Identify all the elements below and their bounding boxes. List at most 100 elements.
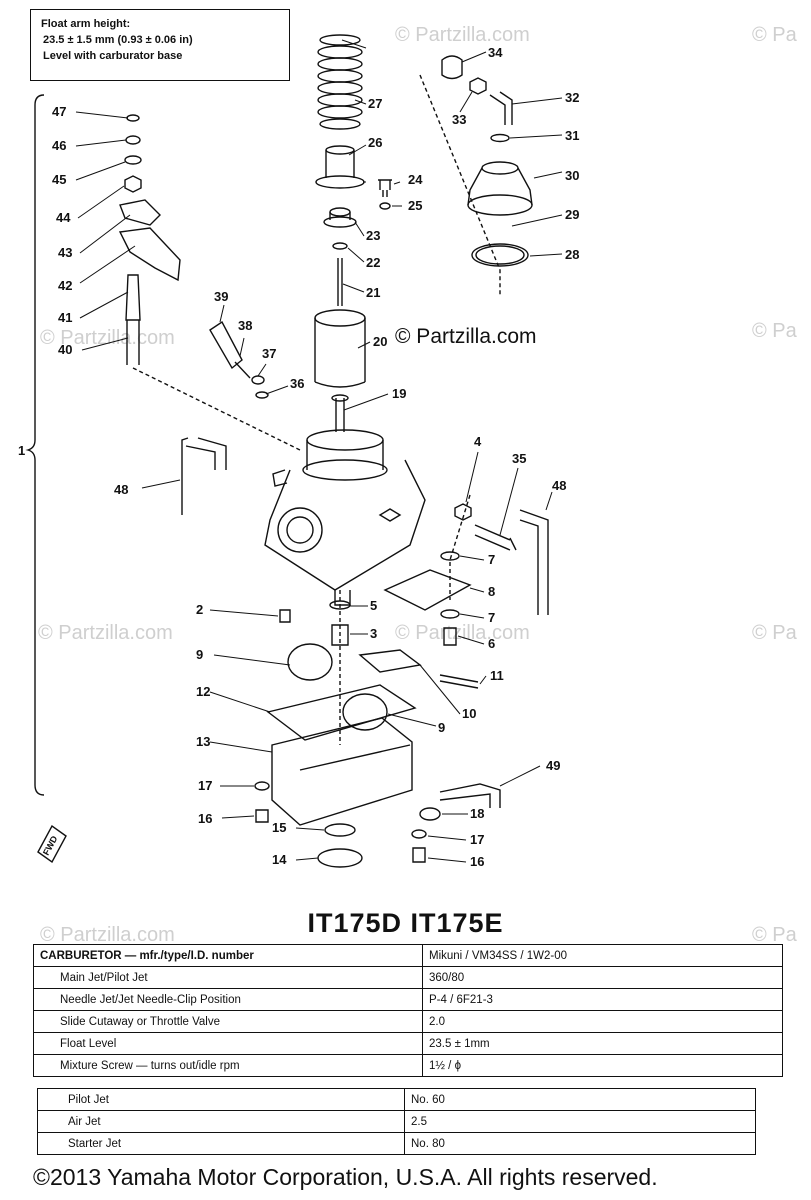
spring-seat-26: [315, 145, 365, 189]
nut-33: [469, 77, 487, 95]
callout-45: 45: [52, 172, 66, 187]
callout-16-left: 16: [198, 811, 212, 826]
screw-16-right: [412, 847, 426, 863]
callout-12: 12: [196, 684, 210, 699]
note-line-2: 23.5 ± 1.5 mm (0.93 ± 0.06 in): [43, 34, 193, 46]
alignment-lines: [132, 74, 501, 745]
callout-19: 19: [392, 386, 406, 401]
jet-spec-table: Pilot Jet No. 60 Air Jet 2.5 Starter Jet…: [37, 1088, 756, 1155]
callout-47: 47: [52, 104, 66, 119]
nut-4: [454, 503, 472, 521]
needle-jet-3: [331, 624, 349, 646]
callout-48-left: 48: [114, 482, 128, 497]
spring-27: [317, 34, 363, 130]
washer-17-left: [254, 781, 270, 791]
callout-4: 4: [474, 434, 482, 449]
callout-6: 6: [488, 636, 495, 651]
callout-8: 8: [488, 584, 495, 599]
leader-lines: [75, 39, 563, 863]
callout-39: 39: [214, 289, 228, 304]
callout-33: 33: [452, 112, 466, 127]
callout-17-right: 17: [470, 832, 484, 847]
callout-18: 18: [470, 806, 484, 821]
table-row: Needle Jet/Jet Needle-Clip Position P-4 …: [33, 988, 783, 1011]
screw-16-left: [255, 809, 269, 823]
watermark: © Pa: [752, 924, 797, 946]
carburetor-body: [264, 429, 426, 606]
needle-clip-22: [332, 242, 348, 250]
row-value: No. 80: [404, 1132, 756, 1155]
callout-49: 49: [546, 758, 560, 773]
jet-needle-21: [337, 258, 343, 306]
callout-21: 21: [366, 285, 380, 300]
table-row: Mixture Screw — turns out/idle rpm 1½ / …: [33, 1054, 783, 1077]
callout-16-right: 16: [470, 854, 484, 869]
assembly-bracket: [25, 94, 45, 796]
float-arm-note: Float arm height: 23.5 ± 1.5 mm (0.93 ± …: [30, 9, 290, 81]
row-label: Float Level: [33, 1032, 423, 1055]
callout-7-upper: 7: [488, 552, 495, 567]
callout-14: 14: [272, 852, 287, 867]
bolt-35: [474, 524, 517, 551]
callout-30: 30: [565, 168, 579, 183]
watermark: © Partzilla.com: [395, 622, 530, 644]
washer-7: [440, 551, 460, 561]
watermark-main: © Partzilla.com: [395, 325, 537, 348]
callout-23: 23: [366, 228, 380, 243]
clamp-18: [419, 807, 441, 821]
row-label: Mixture Screw — turns out/idle rpm: [33, 1054, 423, 1077]
cable-adjuster-32: [489, 91, 513, 125]
table-row: Float Level 23.5 ± 1mm: [33, 1032, 783, 1055]
callout-22: 22: [366, 255, 380, 270]
callout-38: 38: [238, 318, 252, 333]
callout-2: 2: [196, 602, 203, 617]
callout-41: 41: [58, 310, 72, 325]
carburetor-spec-table: CARBURETOR — mfr./type/I.D. number Mikun…: [33, 944, 783, 1077]
needle-holder-23: [323, 207, 357, 228]
float-9-left: [287, 643, 333, 681]
callout-32: 32: [565, 90, 579, 105]
float-bowl-gasket-12: [266, 684, 417, 741]
callout-1: 1: [18, 443, 25, 458]
main-jet-6: [443, 627, 457, 646]
callout-27: 27: [368, 96, 382, 111]
throttle-stop-assembly: [118, 114, 181, 365]
table-row: Air Jet 2.5: [37, 1110, 756, 1133]
screw-24: [378, 179, 392, 197]
callout-43: 43: [58, 245, 72, 260]
table-header-row: CARBURETOR — mfr./type/I.D. number Mikun…: [33, 944, 783, 967]
float-pin-11: [439, 674, 479, 689]
callout-34: 34: [488, 45, 503, 60]
callout-25: 25: [408, 198, 422, 213]
callout-20: 20: [373, 334, 387, 349]
callout-3: 3: [370, 626, 377, 641]
fwd-arrow: [37, 824, 67, 864]
washer-17-right: [411, 829, 427, 839]
note-line-3: Level with carburator base: [43, 50, 183, 62]
row-label: Slide Cutaway or Throttle Valve: [33, 1010, 423, 1033]
model-title: IT175D IT175E: [307, 908, 504, 938]
gasket-8: [383, 569, 472, 611]
callout-11: 11: [490, 668, 504, 683]
callout-24: 24: [408, 172, 423, 187]
float-arm-10: [358, 649, 422, 673]
row-label: Main Jet/Pilot Jet: [33, 966, 423, 989]
watermark: © Pa: [752, 24, 797, 46]
table-row: Starter Jet No. 80: [37, 1132, 756, 1155]
callout-48-right: 48: [552, 478, 566, 493]
row-label: Starter Jet: [37, 1132, 405, 1155]
o-ring-28: [471, 243, 529, 267]
rubber-cap-34: [441, 55, 463, 80]
drain-plug-14: [317, 848, 363, 868]
row-value: 2.5: [404, 1110, 756, 1133]
row-value: 360/80: [422, 966, 783, 989]
callout-17-left: 17: [198, 778, 212, 793]
table-row: Pilot Jet No. 60: [37, 1088, 756, 1111]
callout-46: 46: [52, 138, 66, 153]
callout-10: 10: [462, 706, 476, 721]
watermark: © Pa: [752, 320, 797, 342]
watermark: © Partzilla.com: [40, 924, 175, 946]
hose-49: [439, 783, 501, 808]
row-label: Needle Jet/Jet Needle-Clip Position: [33, 988, 423, 1011]
